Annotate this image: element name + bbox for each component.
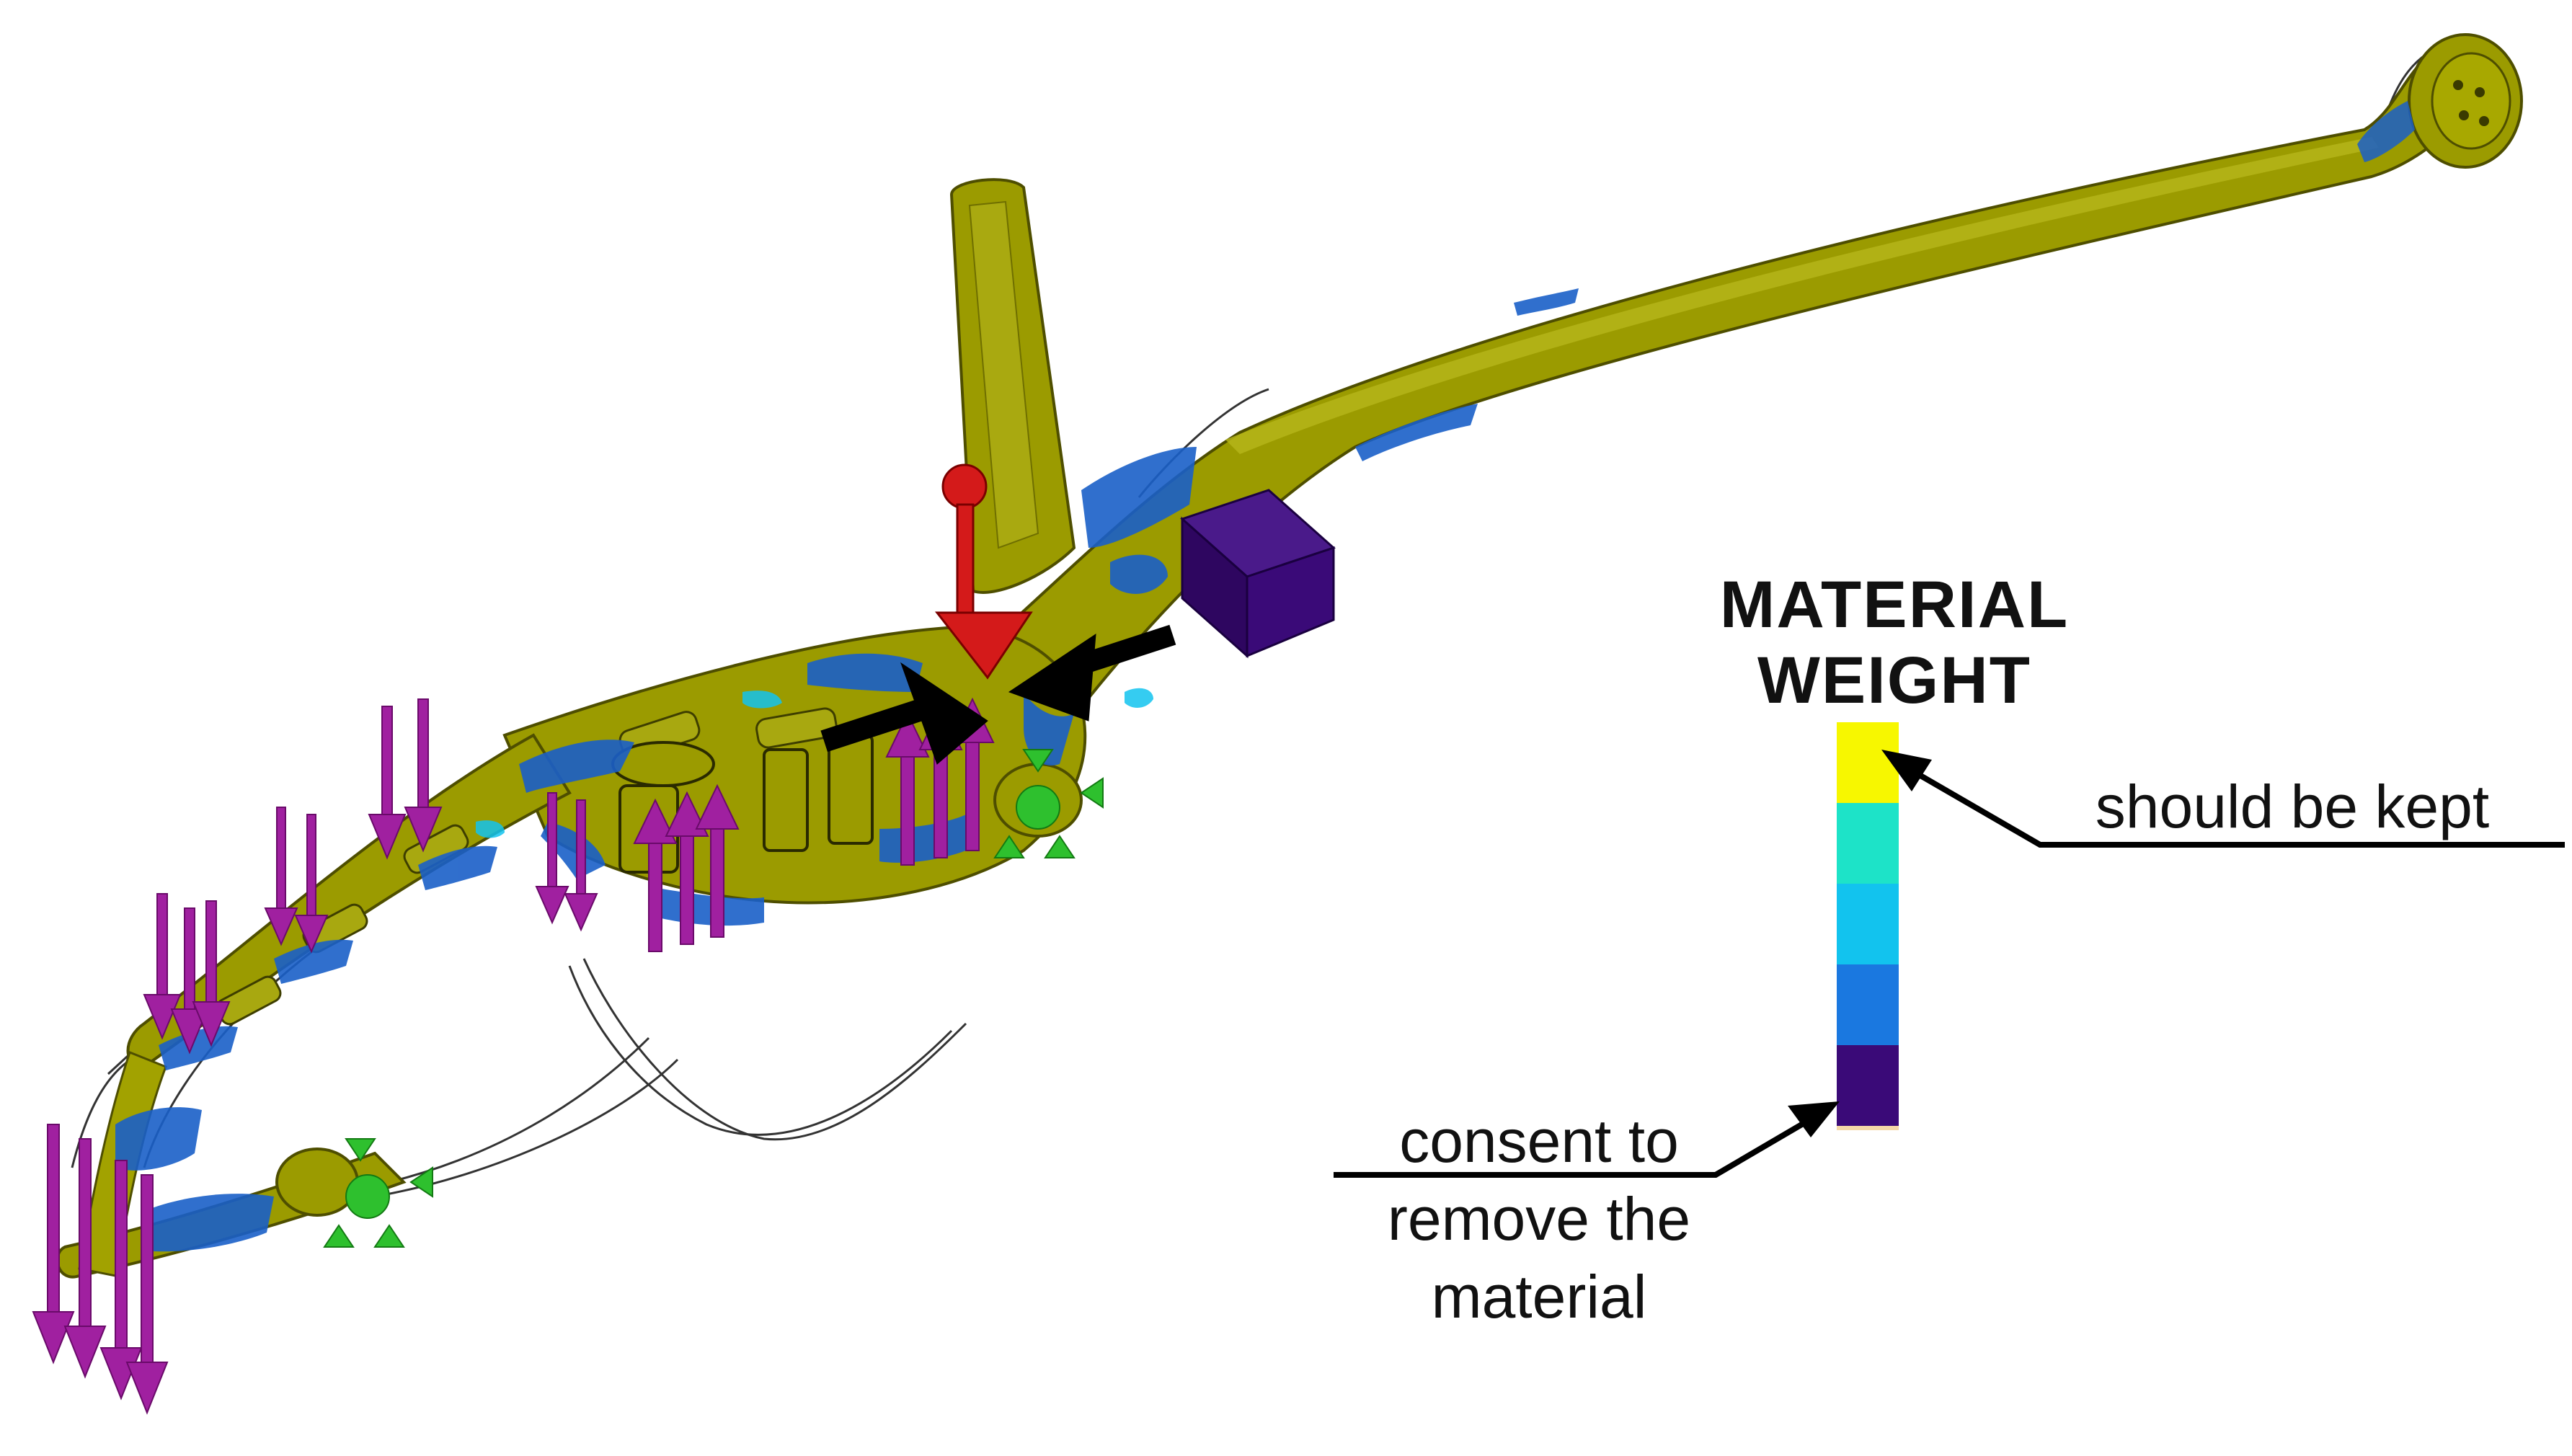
load-arrow — [404, 698, 443, 853]
remove-annotation: consent to remove the material — [1334, 1101, 1840, 1331]
optimized-part — [56, 33, 2523, 1279]
main-arm — [928, 41, 2467, 795]
load-arrow-up — [695, 784, 740, 938]
remove-arrowhead — [1788, 1101, 1840, 1137]
material-weight-legend: MATERIAL WEIGHT — [1720, 568, 2069, 1130]
remove-label-line3: material — [1432, 1263, 1647, 1331]
load-arrow — [264, 807, 298, 946]
keep-label: should be kept — [2096, 773, 2489, 840]
load-arrow — [368, 706, 407, 860]
cyan-regions — [476, 688, 1153, 838]
keep-arrowhead — [1881, 750, 1932, 791]
load-arrows — [32, 697, 995, 1415]
legend-swatch-low — [1837, 964, 1899, 1045]
load-arrow — [294, 814, 329, 954]
main-arm-highlight — [1225, 137, 2379, 454]
remove-label-line2: remove the — [1388, 1185, 1690, 1253]
load-arrow — [170, 907, 209, 1055]
load-arrow-up — [885, 711, 930, 866]
legend-title-line1: MATERIAL — [1720, 568, 2069, 642]
pad-features — [216, 707, 838, 1026]
constraint-left — [323, 1138, 433, 1248]
red-load-marker — [934, 463, 1033, 680]
remove-label-line1: consent to — [1399, 1107, 1679, 1175]
moment-arrows — [820, 624, 1176, 765]
keep-annotation: should be kept — [1881, 750, 2565, 848]
constraint-symbols — [323, 749, 1104, 1248]
keep-leader-line — [1901, 763, 2565, 848]
legend-bottom-edge — [1837, 1126, 1899, 1130]
constraint-right — [993, 749, 1104, 858]
load-arrow — [32, 1124, 75, 1364]
load-arrow — [564, 799, 598, 932]
load-arrow — [535, 792, 569, 925]
load-arrow — [192, 900, 231, 1047]
load-arrow — [143, 893, 182, 1040]
load-arrow — [125, 1174, 169, 1415]
legend-swatch-high — [1837, 803, 1899, 884]
legend-swatch-keep — [1837, 722, 1899, 803]
load-arrow-up — [633, 798, 678, 952]
load-arrow — [63, 1138, 107, 1379]
legend-color-scale — [1837, 722, 1899, 1130]
legend-swatch-medium — [1837, 884, 1899, 964]
legend-title-line2: WEIGHT — [1757, 644, 2031, 717]
load-arrow — [99, 1160, 143, 1400]
legend-swatch-remove — [1837, 1045, 1899, 1126]
remove-leader-line — [1334, 1113, 1819, 1178]
mass-cube — [1180, 489, 1336, 659]
lower-hub — [275, 1148, 359, 1217]
